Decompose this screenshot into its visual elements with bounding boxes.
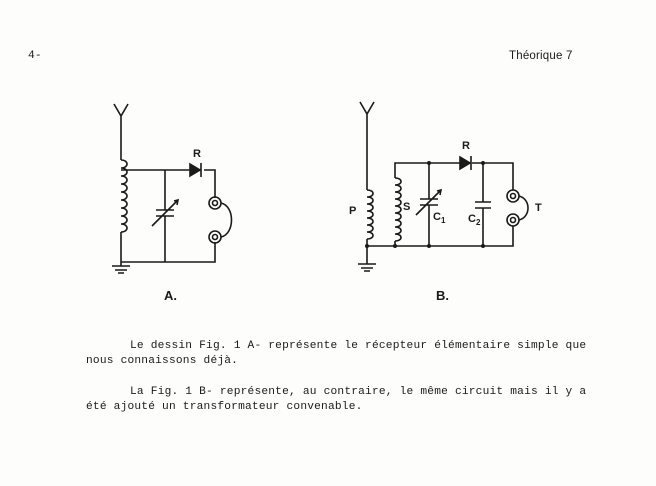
- paragraph-2-line-1: La Fig. 1 B- représente, au contraire, l…: [130, 386, 587, 398]
- c1-subscript: 1: [441, 216, 446, 225]
- paragraph-1-line-1: Le dessin Fig. 1 A- représente le récept…: [130, 340, 587, 352]
- diode-label-b: R: [462, 140, 470, 152]
- antenna-icon: [113, 103, 129, 160]
- circuit-b: [358, 101, 529, 272]
- diode-icon: [459, 155, 472, 171]
- secondary-coil-icon: [394, 177, 402, 242]
- c1-label: C1: [433, 211, 446, 225]
- c1-letter: C: [433, 211, 441, 223]
- phone-label: T: [535, 202, 542, 214]
- c2-subscript: 2: [476, 218, 481, 227]
- diode-label-a: R: [193, 148, 201, 160]
- paragraph-1-line-2: nous connaissons déjà.: [86, 355, 239, 367]
- caption-a: A.: [164, 288, 177, 303]
- circuit-a: [112, 103, 233, 274]
- diode-icon: [189, 162, 202, 178]
- headphones-icon: [208, 196, 233, 244]
- paragraph-2-line-2: été ajouté un transformateur convenable.: [86, 401, 363, 413]
- primary-coil-icon: [366, 189, 374, 240]
- ground-icon: [358, 246, 376, 272]
- secondary-label: S: [403, 201, 410, 213]
- caption-b: B.: [436, 288, 449, 303]
- variable-capacitor-icon: [151, 198, 180, 227]
- primary-label: P: [349, 205, 356, 217]
- capacitor-c2-icon: [475, 201, 491, 209]
- coil-icon: [120, 159, 128, 233]
- section-title: Théorique 7: [509, 50, 573, 62]
- headphones-icon: [506, 189, 529, 227]
- antenna-icon: [359, 101, 375, 190]
- variable-capacitor-c1-icon: [415, 188, 443, 216]
- c2-letter: C: [468, 213, 476, 225]
- page-number: 4-: [28, 50, 42, 62]
- ground-icon: [112, 262, 130, 274]
- c2-label: C2: [468, 213, 481, 227]
